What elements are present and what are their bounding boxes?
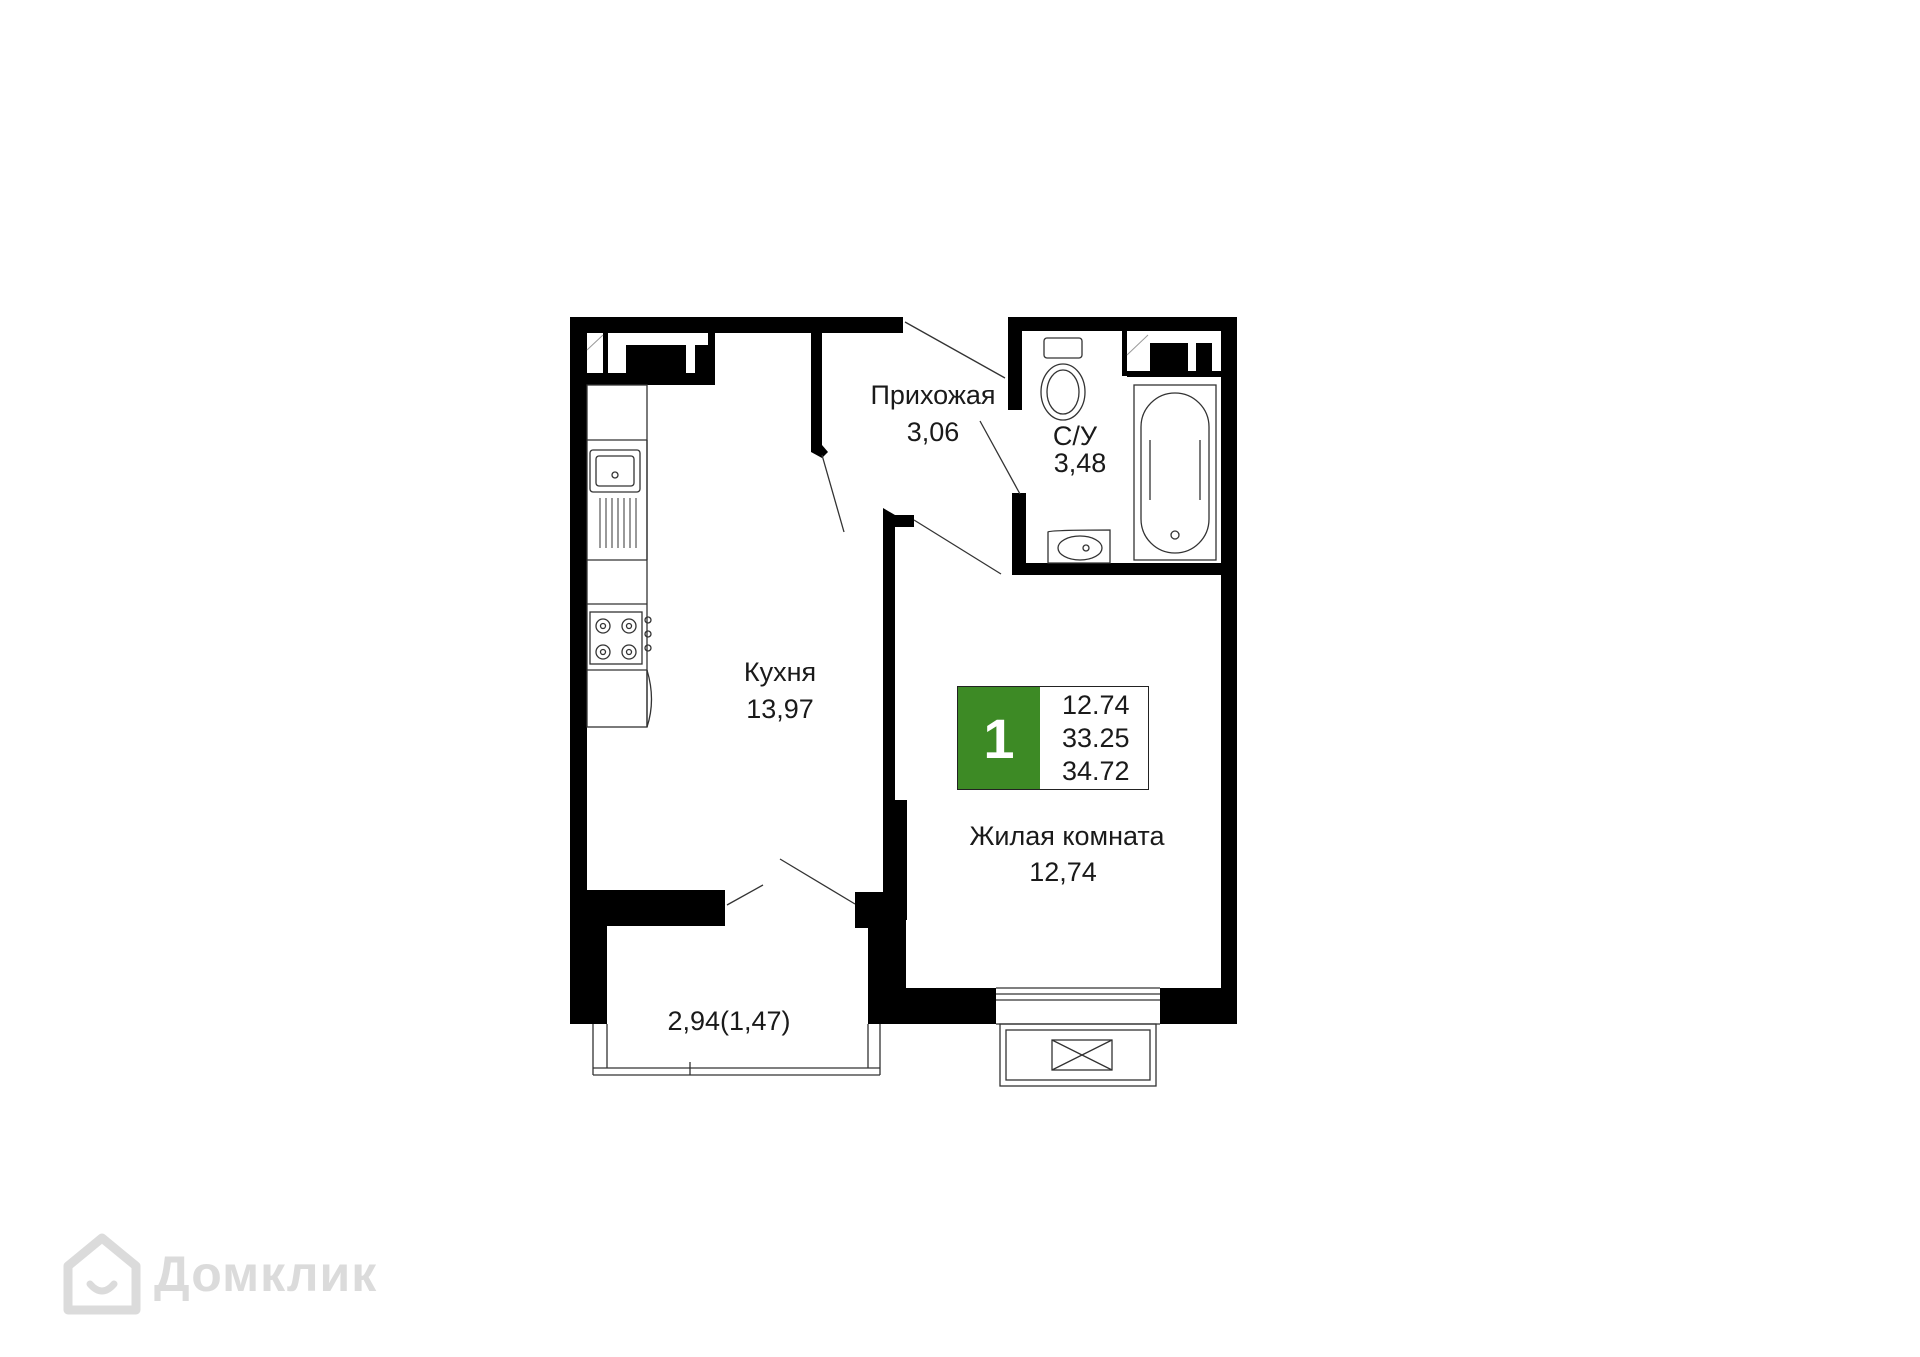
room-area-hallway: 3,06 — [907, 417, 960, 447]
living-area-value: 12.74 — [1062, 689, 1130, 720]
room-labels: Прихожая 3,06 С/У 3,48 Кухня 13,97 Жилая… — [667, 380, 1165, 1036]
french-balcony — [996, 987, 1160, 1087]
walls — [570, 317, 1237, 1024]
watermark-text: Домклик — [154, 1246, 378, 1302]
door-swings — [726, 321, 1021, 906]
room-area-kitchen: 13,97 — [746, 694, 814, 724]
watermark: Домклик — [62, 1232, 377, 1316]
rooms-count: 1 — [958, 687, 1040, 789]
total-area-with-balcony-value: 34.72 — [1062, 755, 1130, 786]
room-name-kitchen: Кухня — [744, 657, 816, 687]
area-summary-badge: 1 12.74 33.25 34.72 — [957, 686, 1149, 790]
room-name-bathroom: С/У — [1053, 421, 1098, 451]
shaft-cutouts — [587, 331, 1150, 373]
loggia — [592, 1024, 881, 1076]
house-logo-icon — [63, 1233, 141, 1315]
room-name-hallway: Прихожая — [870, 380, 995, 410]
bathroom-fixtures — [1040, 337, 1217, 564]
room-name-living: Жилая комната — [969, 821, 1165, 851]
room-area-bathroom: 3,48 — [1054, 448, 1107, 478]
area-values: 12.74 33.25 34.72 — [1040, 687, 1148, 789]
kitchen-counter — [586, 384, 653, 728]
room-area-loggia: 2,94(1,47) — [667, 1006, 790, 1036]
total-area-value: 33.25 — [1062, 722, 1130, 753]
room-area-living: 12,74 — [1029, 857, 1097, 887]
shaft-details — [586, 334, 1149, 356]
